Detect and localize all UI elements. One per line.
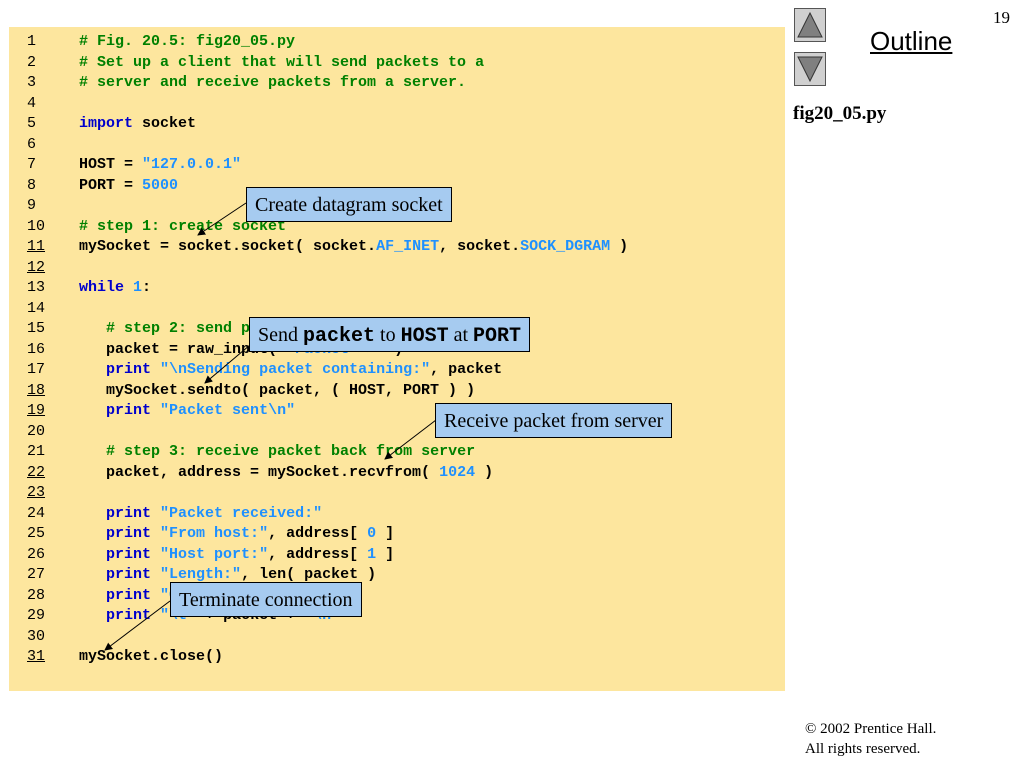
code-line: 3 # server and receive packets from a ser…	[27, 73, 628, 94]
line-number: 10	[27, 217, 46, 235]
code-line: 25 print "From host:", address[ 0 ]	[27, 524, 628, 545]
line-number: 17	[27, 361, 46, 378]
code-panel: 1 # Fig. 20.5: fig20_05.py 2 # Set up a cli…	[9, 27, 785, 691]
line-number: 16	[27, 340, 46, 358]
line-number: 1	[27, 33, 37, 50]
code-text: # Set up a client that will send packets…	[79, 53, 485, 71]
line-number: 7	[27, 156, 37, 173]
next-slide-button[interactable]	[794, 52, 826, 86]
code-text: print "Packet received:"	[106, 504, 323, 522]
code-text: mySocket = socket.socket( socket.AF_INET…	[79, 238, 629, 255]
callout-send-to: to	[375, 324, 401, 346]
callout-send-prefix: Send	[258, 324, 303, 346]
line-number: 31	[27, 648, 46, 665]
line-number: 4	[27, 94, 37, 112]
callout-create-datagram-socket: Create datagram socket	[246, 187, 452, 222]
code-line: 21 # step 3: receive packet back from se…	[27, 442, 628, 463]
code-listing: 1 # Fig. 20.5: fig20_05.py 2 # Set up a cli…	[27, 32, 628, 668]
code-text: import socket	[79, 115, 197, 132]
line-number: 24	[27, 504, 46, 522]
code-line: 31 mySocket.close()	[27, 647, 628, 668]
triangle-down-icon	[797, 56, 823, 83]
callout-terminate-connection: Terminate connection	[170, 582, 362, 617]
line-number: 19	[27, 402, 46, 419]
callout-send-port: PORT	[473, 325, 522, 348]
code-line: 13 while 1:	[27, 278, 628, 299]
code-line: 4	[27, 94, 628, 115]
code-line: 24 print "Packet received:"	[27, 504, 628, 525]
page-number: 19	[993, 8, 1010, 27]
line-number: 26	[27, 545, 46, 563]
line-number: 28	[27, 586, 46, 604]
line-number: 18	[27, 381, 46, 399]
code-line: 30	[27, 627, 628, 648]
line-number: 23	[27, 484, 46, 501]
code-text: # server and receive packets from a serv…	[79, 74, 467, 91]
code-line: 2 # Set up a client that will send packet…	[27, 53, 628, 74]
code-line: 1 # Fig. 20.5: fig20_05.py	[27, 32, 628, 53]
code-line: 17 print "\nSending packet containing:",…	[27, 360, 628, 381]
line-number: 30	[27, 627, 46, 645]
line-number: 6	[27, 135, 37, 153]
code-text: mySocket.sendto( packet, ( HOST, PORT ) …	[79, 381, 476, 399]
code-text: while 1:	[79, 279, 152, 296]
code-line: 11 mySocket = socket.socket( socket.AF_IN…	[27, 237, 628, 258]
code-text: print "\nSending packet containing:", pa…	[106, 361, 503, 378]
callout-send-packet-word: packet	[303, 325, 376, 348]
code-line: 20	[27, 422, 628, 443]
callout-send-packet: Send packet to HOST at PORT	[249, 317, 531, 352]
copyright: © 2002 Prentice Hall. All rights reserve…	[805, 719, 936, 759]
line-number: 27	[27, 566, 46, 583]
copyright-line-2: All rights reserved.	[805, 741, 921, 757]
line-number: 9	[27, 197, 37, 214]
code-line: 7 HOST = "127.0.0.1"	[27, 155, 628, 176]
code-line: 8 PORT = 5000	[27, 176, 628, 197]
code-text: # step 3: receive packet back from serve…	[106, 443, 476, 460]
line-number: 20	[27, 422, 46, 440]
file-name: fig20_05.py	[793, 103, 887, 124]
line-number: 22	[27, 463, 46, 481]
line-number: 13	[27, 279, 46, 296]
code-line: 6	[27, 135, 628, 156]
code-text: print "Length:", len( packet )	[106, 566, 377, 583]
code-line: 18 mySocket.sendto( packet, ( HOST, PORT…	[27, 381, 628, 402]
code-text: PORT = 5000	[79, 176, 179, 194]
code-line: 9	[27, 196, 628, 217]
code-line: 19 print "Packet sent\n"	[27, 401, 628, 422]
previous-slide-button[interactable]	[794, 8, 826, 42]
copyright-line-1: © 2002 Prentice Hall.	[805, 721, 937, 737]
code-text: print "Host port:", address[ 1 ]	[106, 545, 395, 563]
code-line: 23	[27, 483, 628, 504]
line-number: 8	[27, 176, 37, 194]
line-number: 3	[27, 74, 37, 91]
code-text: HOST = "127.0.0.1"	[79, 156, 242, 173]
code-line: 12	[27, 258, 628, 279]
line-number: 2	[27, 53, 37, 71]
line-number: 29	[27, 607, 46, 624]
code-text: # Fig. 20.5: fig20_05.py	[79, 33, 296, 50]
code-text: mySocket.close()	[79, 648, 224, 665]
line-number: 21	[27, 443, 46, 460]
callout-receive-packet: Receive packet from server	[435, 403, 673, 438]
code-line: 14	[27, 299, 628, 320]
callout-send-at: at	[448, 324, 474, 346]
line-number: 11	[27, 238, 46, 255]
code-line: 5 import socket	[27, 114, 628, 135]
line-number: 25	[27, 525, 46, 542]
code-line: 26 print "Host port:", address[ 1 ]	[27, 545, 628, 566]
line-number: 12	[27, 258, 46, 276]
code-line: 22 packet, address = mySocket.recvfrom( …	[27, 463, 628, 484]
line-number: 14	[27, 299, 46, 317]
line-number: 5	[27, 115, 37, 132]
line-number: 15	[27, 320, 46, 337]
triangle-up-icon	[797, 11, 823, 38]
code-text: print "From host:", address[ 0 ]	[106, 525, 395, 542]
code-text: print "Packet sent\n"	[106, 402, 296, 419]
outline-link[interactable]: Outline	[870, 26, 953, 56]
callout-send-host: HOST	[400, 325, 449, 348]
code-line: 27 print "Length:", len( packet )	[27, 565, 628, 586]
code-text: packet, address = mySocket.recvfrom( 102…	[79, 463, 494, 481]
